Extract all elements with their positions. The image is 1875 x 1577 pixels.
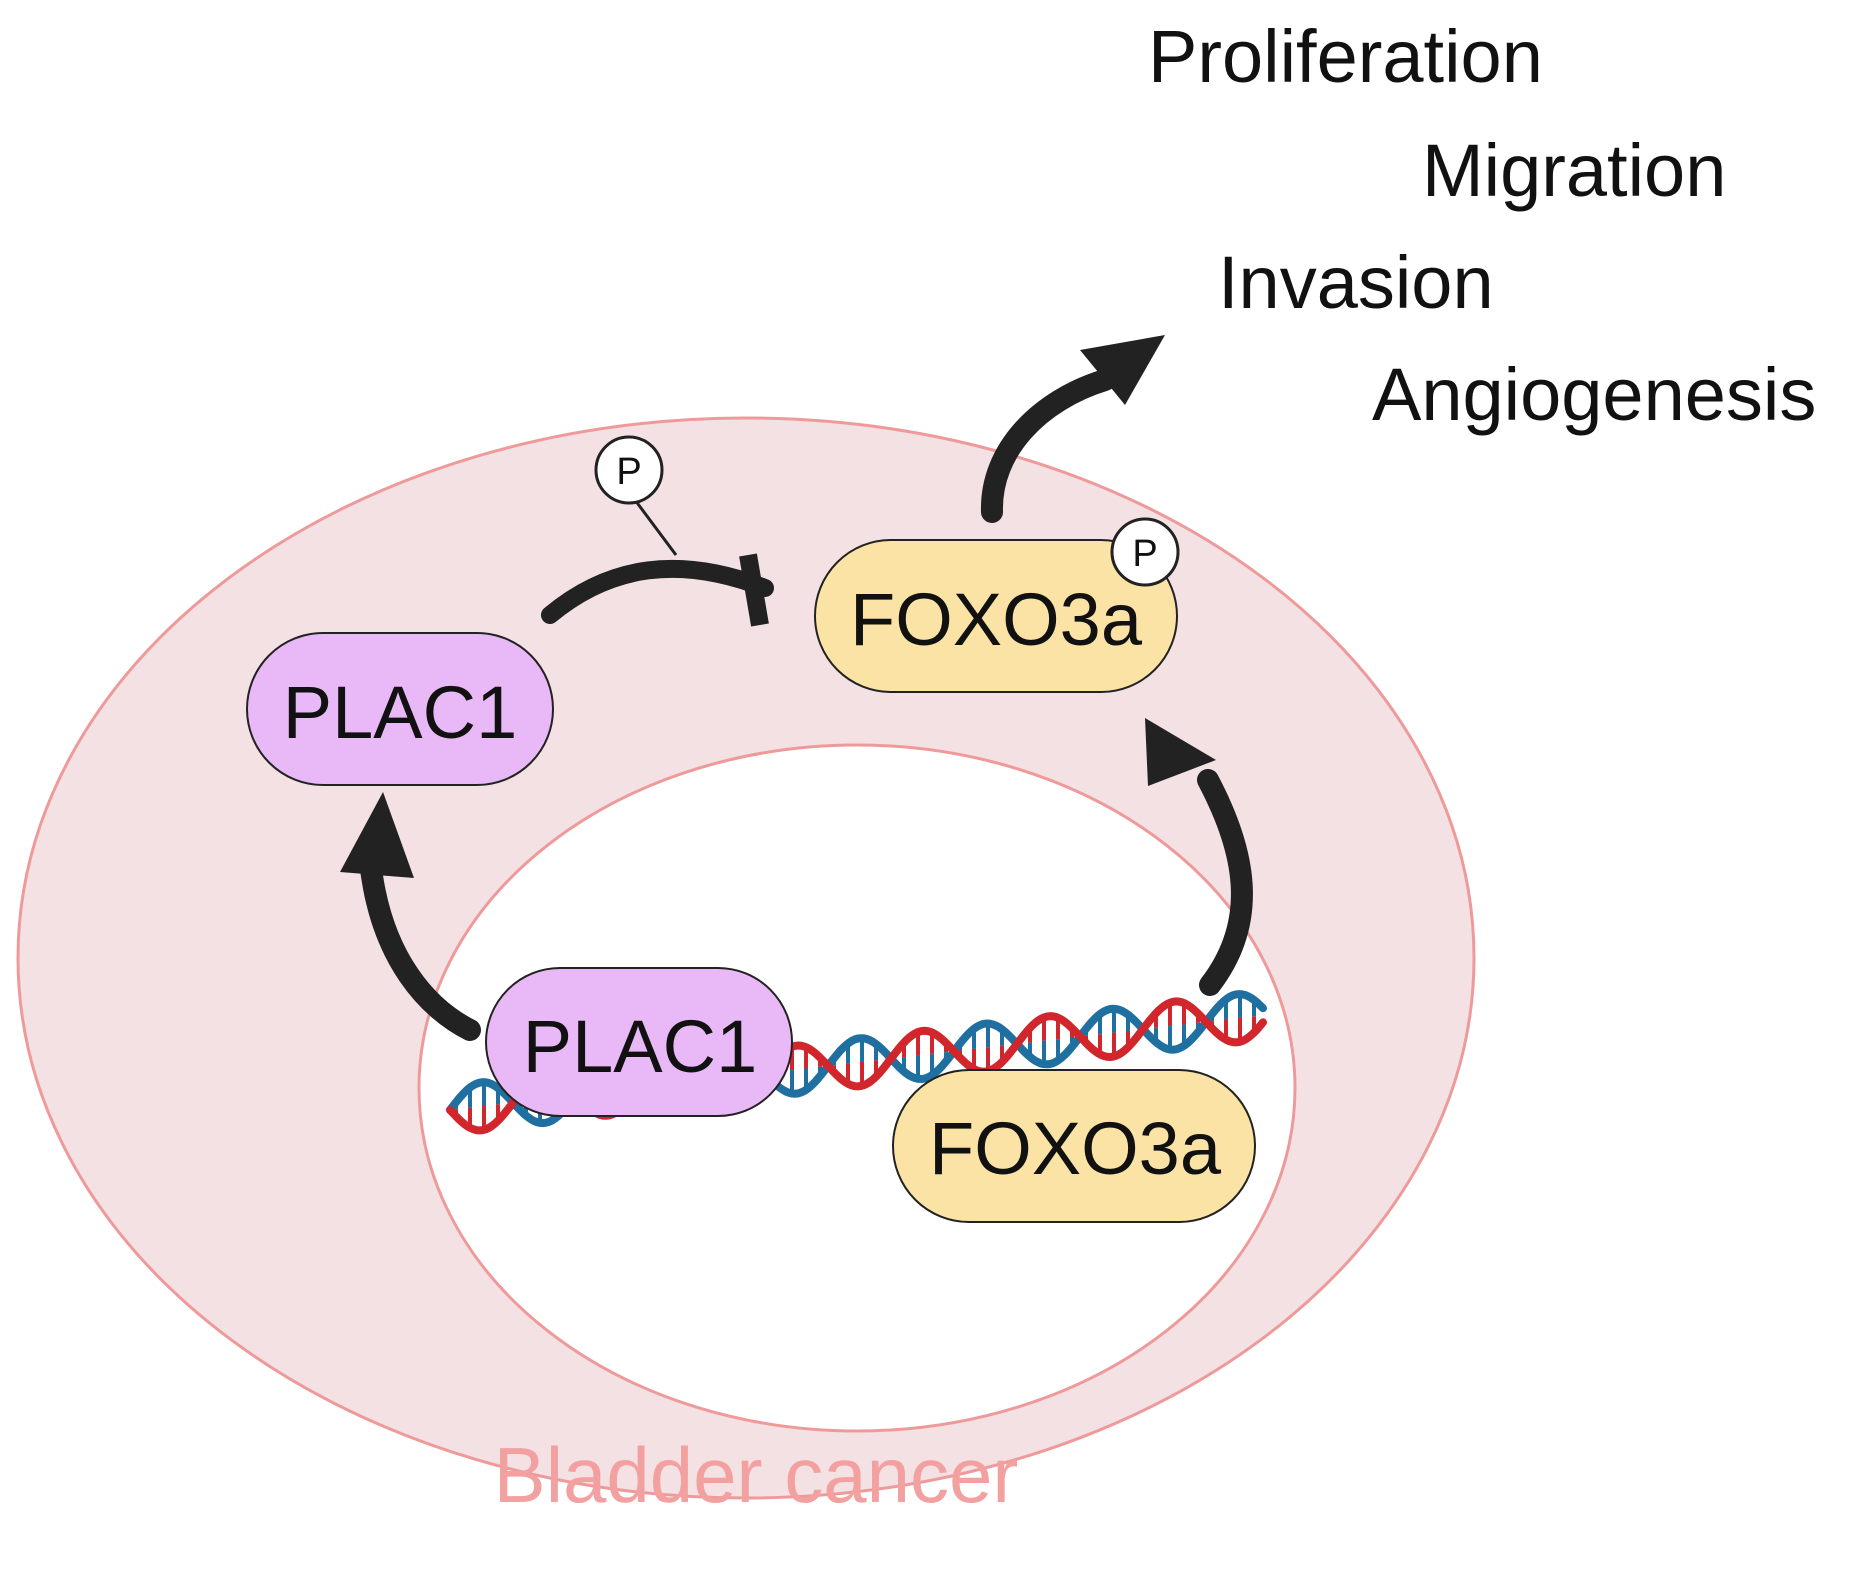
plac1-nucleus-node: PLAC1 [485, 967, 793, 1117]
outcome-proliferation: Proliferation [1148, 15, 1543, 98]
outcome-angiogenesis: Angiogenesis [1372, 353, 1816, 436]
arrow-plac1-export [340, 792, 481, 1041]
inhibition-plac1-foxo3a [541, 553, 774, 627]
phosphate-foxo3a-label: P [1132, 533, 1157, 575]
outcome-invasion: Invasion [1218, 241, 1494, 324]
foxo3a-nucleus-label: FOXO3a [929, 1107, 1222, 1190]
arrow-foxo3a-export [1145, 718, 1253, 996]
phosphate-free-group: P [594, 435, 678, 556]
plac1-cytoplasm-node: PLAC1 [246, 632, 554, 786]
foxo3a-nucleus-node: FOXO3a [892, 1069, 1256, 1223]
arrow-foxo3a-outcomes [980, 335, 1165, 523]
plac1-nucleus-label: PLAC1 [523, 1005, 757, 1088]
cell-label: Bladder cancer [494, 1431, 1019, 1519]
plac1-cytoplasm-label: PLAC1 [283, 671, 517, 754]
foxo3a-cytoplasm-label: FOXO3a [850, 578, 1143, 661]
foxo3a-cytoplasm-node: FOXO3a [814, 539, 1178, 693]
outcome-migration: Migration [1422, 129, 1726, 212]
phosphate-foxo3a-badge: P [1110, 517, 1180, 587]
phosphate-free-label: P [616, 451, 641, 493]
